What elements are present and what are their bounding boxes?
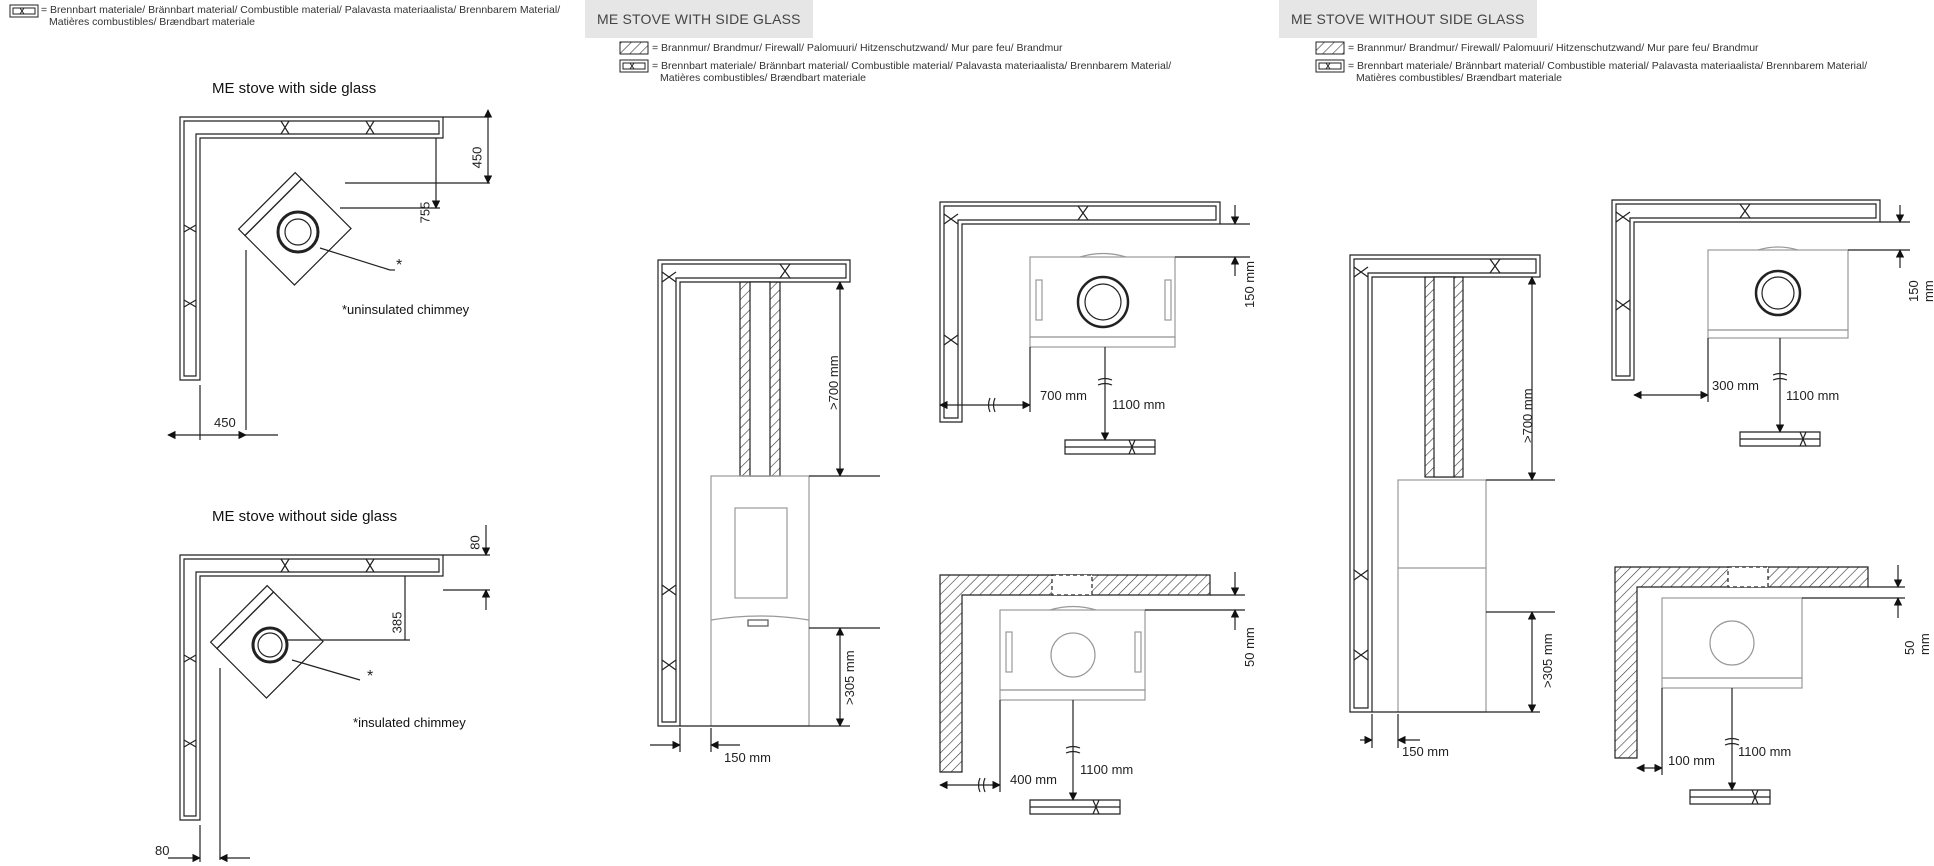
legend-symbols-without-glass — [1315, 41, 1345, 73]
dim-nwg-fw-front: 1100 mm — [1738, 744, 1792, 759]
dim-nwg-side-wall: 150 mm — [1402, 744, 1449, 759]
legend-firewall-without-glass: = Brannmur/ Brandmur/ Firewall/ Palomuur… — [1348, 42, 1759, 54]
dim-nwg-side-above: >700 mm — [1520, 388, 1535, 443]
note-insulated-chimney: *insulated chimmey — [353, 715, 466, 730]
firewall-plan-with-glass — [939, 572, 1245, 815]
dim-nwg-top-back: 150 mm — [1906, 280, 1934, 302]
dim-nwg-fw-side: 100 mm — [1668, 753, 1715, 768]
legend-combustible-line1: = Brennbart materiale/ Brännbart materia… — [1348, 60, 1868, 72]
dim-nwg-fw-back: 50 mm — [1902, 633, 1932, 655]
note-insulated-text: insulated chimmey — [358, 715, 466, 730]
dim-corner-top-450-bottom: 450 — [214, 415, 236, 430]
dim-wg-fw-front: 1100 mm — [1080, 762, 1134, 777]
legend-combustible-with-glass: = Brennbart materiale/ Brännbart materia… — [652, 60, 1171, 84]
dim-wg-top-side: 700 mm — [1040, 388, 1087, 403]
legend-combustible-line2: Matières combustibles/ Brændbart materia… — [660, 72, 867, 84]
caption-with-side-glass: ME stove with side glass — [212, 80, 377, 97]
corner-plan-with-glass — [167, 109, 493, 440]
legend-combustible-without-glass: = Brennbart materiale/ Brännbart materia… — [1348, 60, 1867, 84]
section-header-with-glass: ME STOVE WITH SIDE GLASS — [585, 0, 813, 38]
dim-corner-top-450-right: 450 — [469, 146, 485, 169]
caption-without-side-glass: ME stove without side glass — [212, 508, 398, 525]
note-uninsulated-chimney: *uninsulated chimmey — [342, 302, 470, 317]
dim-wg-fw-back: 50 mm — [1242, 627, 1257, 667]
side-elevation-without-glass — [1349, 254, 1555, 748]
asterisk-top: * — [396, 257, 403, 274]
legend-combustible-topleft: = Brennbart materiale/ Brännbart materia… — [41, 4, 560, 28]
dim-nwg-top-side: 300 mm — [1712, 378, 1759, 393]
dim-wg-top-front: 1100 mm — [1112, 397, 1166, 412]
top-plan-without-glass — [1611, 199, 1910, 447]
corner-plan-without-glass — [168, 525, 491, 863]
legend-firewall-with-glass: = Brannmur/ Brandmur/ Firewall/ Palomuur… — [652, 42, 1063, 54]
legend-combustible-line2: Matières combustibles/ Brændbart materia… — [1356, 72, 1563, 84]
dim-nwg-side-below: >305 mm — [1540, 633, 1555, 688]
legend-combustible-line1: = Brennbart materiale/ Brännbart materia… — [41, 4, 561, 16]
legend-combustible-symbol-topleft — [9, 4, 39, 18]
legend-combustible-line1: = Brennbart materiale/ Brännbart materia… — [652, 60, 1172, 72]
dim-corner-bottom-80-right: 80 — [467, 535, 483, 550]
dim-wg-top-back: 150 mm — [1242, 261, 1257, 308]
side-elevation-with-glass — [650, 259, 880, 752]
firewall-plan-without-glass — [1614, 565, 1905, 805]
top-plan-with-glass — [939, 201, 1250, 455]
note-asterisk: * — [353, 715, 359, 730]
dim-wg-side-below: >305 mm — [842, 650, 857, 705]
dim-wg-side-above: >700 mm — [826, 355, 841, 410]
dim-corner-top-755: 755 — [417, 201, 433, 224]
legend-symbols-with-glass — [619, 41, 649, 73]
dim-corner-bottom-80-bottom: 80 — [155, 843, 170, 858]
dim-wg-fw-side: 400 mm — [1010, 772, 1057, 787]
legend-combustible-line2: Matières combustibles/ Brændbart materia… — [49, 16, 256, 28]
dim-wg-side-wall: 150 mm — [724, 750, 771, 765]
asterisk-bottom: * — [367, 668, 374, 685]
section-header-without-glass: ME STOVE WITHOUT SIDE GLASS — [1279, 0, 1537, 38]
dim-corner-bottom-385: 385 — [389, 611, 405, 634]
dim-nwg-top-front: 1100 mm — [1786, 388, 1840, 403]
